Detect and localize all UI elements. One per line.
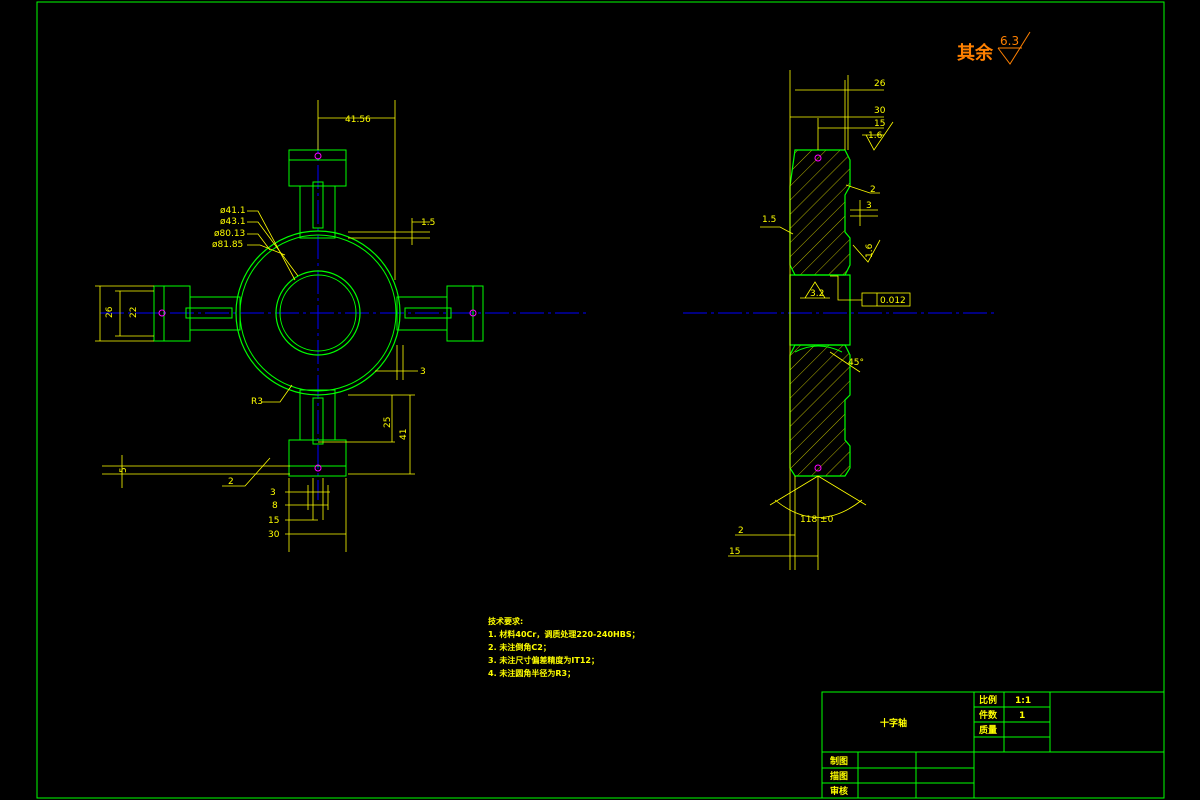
side-dim-bottom-15: 15	[729, 547, 740, 557]
dim-roughness-2: 2	[228, 477, 234, 487]
dim-left-inner: 22	[129, 307, 139, 318]
dim-bottom-15: 15	[268, 516, 279, 526]
dim-bottom-30: 30	[268, 530, 280, 540]
tech-requirement-2: 2. 未注倒角C2；	[488, 642, 551, 653]
side-angle-118: 118 ±0	[800, 515, 834, 525]
bottom-arm	[299, 389, 336, 441]
dim-bottom-41: 41	[399, 429, 409, 440]
dim-dia-1: ø41.1	[220, 206, 246, 216]
title-block	[821, 691, 1165, 799]
drawn-label: 制图	[830, 755, 848, 767]
side-bore	[789, 274, 851, 346]
checked-label: 审核	[830, 785, 848, 797]
scale-label: 比例	[979, 694, 997, 706]
hub-outer-circle	[235, 230, 401, 396]
top-oil-hole	[312, 181, 324, 229]
side-dim-bottom-2: 2	[738, 526, 744, 536]
dim-dia-2: ø43.1	[220, 217, 246, 227]
side-dim-top-30: 30	[874, 106, 886, 116]
dim-width-top: 41.56	[345, 115, 371, 125]
hole-marker-bottom-icon	[314, 464, 322, 472]
hole-marker-right-icon	[469, 309, 477, 317]
qty-label: 件数	[979, 709, 998, 721]
side-lower-section	[789, 344, 851, 477]
scale-value: 1:1	[1015, 696, 1031, 706]
dim-bottom-8: 8	[272, 501, 278, 511]
side-dim-right-3: 3	[866, 201, 872, 211]
side-dim-chamfer-2: 2	[870, 185, 876, 195]
dim-dia-4: ø81.85	[212, 240, 243, 250]
dim-radius: R3	[251, 397, 263, 407]
roughness-note-label: 其余	[957, 42, 994, 64]
hole-marker-left-icon	[158, 309, 166, 317]
side-upper-section	[789, 149, 851, 276]
dim-gap-bottom-right: 3	[420, 367, 426, 377]
dim-bottom-3: 3	[270, 488, 276, 498]
weight-label: 质量	[979, 724, 997, 736]
roughness-symbol-icon	[997, 31, 1031, 65]
side-dim-top-26: 26	[874, 79, 886, 89]
dim-left-5: 5	[119, 467, 129, 473]
dim-left-outer: 26	[105, 306, 115, 318]
drawing-frame	[36, 1, 1165, 799]
right-arm	[396, 296, 448, 331]
side-angle-45: 45°	[848, 358, 864, 368]
bottom-oil-hole	[312, 397, 324, 445]
top-arm	[299, 185, 336, 239]
tech-requirements: 技术要求: 1. 材料40Cr，调质处理220-240HBS； 2. 未注倒角C…	[488, 616, 640, 679]
side-view: 26 30 15 1.6 2 3 1.5 1.6 3.2 0.012 45° 1…	[683, 70, 995, 570]
right-oil-hole	[404, 307, 452, 319]
side-roughness-16-top: 1.6	[868, 131, 883, 141]
tech-requirement-4: 4. 未注圆角半径为R3；	[488, 668, 575, 679]
tech-requirement-1: 1. 材料40Cr，调质处理220-240HBS；	[488, 629, 640, 640]
side-dim-left-15: 1.5	[762, 215, 776, 225]
hub-bore-circle	[275, 270, 361, 356]
side-hole-bottom-icon	[814, 464, 822, 472]
side-dim-top-15: 15	[874, 119, 885, 129]
hub-bore-circle-2	[279, 274, 357, 352]
qty-value: 1	[1019, 711, 1025, 721]
front-view: 41.56 1.5 ø41.1 ø43.1 ø80.13 ø81.85 26 2…	[95, 100, 590, 552]
left-arm	[189, 296, 241, 331]
front-dimension-lines	[95, 100, 430, 552]
dim-gap-right: 1.5	[421, 218, 435, 228]
side-hole-top-icon	[814, 154, 822, 162]
hole-marker-top-icon	[314, 152, 322, 160]
left-oil-hole	[185, 307, 233, 319]
tech-requirement-3: 3. 未注尺寸偏差精度为IT12；	[488, 655, 599, 666]
dim-bottom-25: 25	[383, 417, 393, 428]
part-name: 十字轴	[880, 717, 907, 729]
side-roughness-16-right: 1.6	[865, 243, 875, 258]
roughness-note-value: 6.3	[1000, 34, 1019, 48]
dim-dia-3: ø80.13	[214, 229, 245, 239]
drafted-label: 描图	[830, 770, 848, 782]
general-roughness-note: 其余 6.3	[957, 31, 1031, 65]
side-runout-tolerance: 0.012	[880, 296, 906, 306]
side-dimension-lines	[728, 70, 911, 570]
side-roughness-32: 3.2	[810, 289, 824, 299]
tech-requirements-title: 技术要求:	[488, 616, 523, 626]
